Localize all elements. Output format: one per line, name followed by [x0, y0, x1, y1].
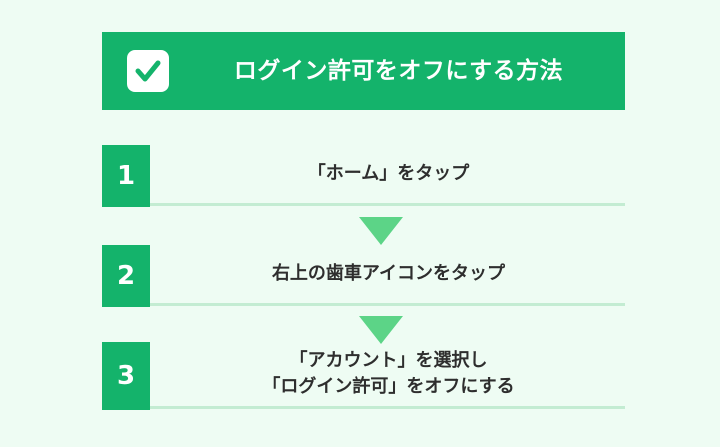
checkbox-checked-icon	[127, 50, 169, 92]
step-underline	[150, 303, 625, 306]
step-underline	[150, 406, 625, 409]
step-line-text: 「ホーム」をタップ	[307, 163, 470, 184]
step-1: 1 「ホーム」をタップ	[102, 145, 625, 207]
step-text: 右上の歯車アイコンをタップ	[162, 245, 615, 303]
step-number: 3	[102, 342, 150, 410]
step-underline	[150, 203, 625, 206]
down-triangle-arrow-icon	[359, 217, 403, 245]
step-2: 2 右上の歯車アイコンをタップ	[102, 245, 625, 307]
step-text: 「アカウント」を選択し 「ログイン許可」をオフにする	[162, 342, 615, 406]
page-title: ログイン許可をオフにする方法	[233, 58, 564, 84]
step-3: 3 「アカウント」を選択し 「ログイン許可」をオフにする	[102, 342, 625, 410]
step-line-text: 右上の歯車アイコンをタップ	[271, 263, 506, 284]
step-line-text: 「ログイン許可」をオフにする	[262, 376, 515, 397]
down-triangle-arrow-icon	[359, 316, 403, 344]
step-line-text: 「アカウント」を選択し	[289, 350, 488, 371]
step-number: 1	[102, 145, 150, 207]
step-number: 2	[102, 245, 150, 307]
step-text: 「ホーム」をタップ	[162, 145, 615, 203]
header-banner: ログイン許可をオフにする方法	[102, 32, 625, 110]
